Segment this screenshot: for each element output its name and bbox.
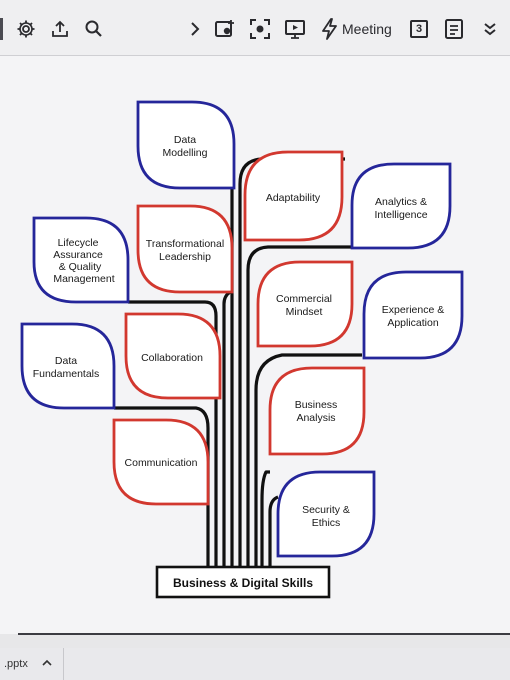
leaf-business-analysis (268, 366, 366, 456)
toolbar-edge (0, 18, 3, 40)
label-collaboration: Collaboration (141, 352, 203, 364)
notes-button[interactable] (443, 16, 465, 42)
leaf-commercial-mindset (256, 260, 354, 348)
settings-button[interactable] (14, 16, 38, 42)
leaf-analytics-intelligence (350, 162, 452, 250)
double-chevron-down-icon (483, 21, 497, 37)
calendar-number: 3 (415, 23, 423, 35)
label-communication: Communication (125, 457, 198, 469)
calendar-icon: 3 (410, 20, 428, 38)
expand-toolbar-button[interactable] (186, 16, 204, 42)
label-adaptability: Adaptability (266, 192, 321, 204)
page-bottom-edge (18, 633, 510, 635)
downloads-bar: .pptx (0, 648, 510, 680)
chevron-right-icon (189, 21, 201, 37)
leaf-experience-application (362, 270, 464, 360)
leaf-shapes (20, 100, 464, 558)
search-icon (84, 19, 104, 39)
present-icon (284, 18, 306, 40)
base-box: Business & Digital Skills (155, 565, 331, 599)
leaf-data-fundamentals (20, 322, 116, 410)
meeting-label: Meeting (342, 21, 392, 37)
download-item[interactable]: .pptx (0, 648, 64, 680)
label-security-ethics: Security &Ethics (302, 504, 350, 529)
share-icon (50, 19, 70, 39)
more-button[interactable] (480, 16, 500, 42)
search-button[interactable] (82, 16, 106, 42)
leaf-transformational-leadership (136, 204, 234, 294)
chevron-up-icon[interactable] (42, 659, 52, 670)
leaf-adaptability (243, 150, 344, 242)
present-button[interactable] (282, 16, 308, 42)
meeting-button[interactable]: Meeting (320, 16, 394, 42)
settings-icon (16, 19, 36, 39)
leaf-collaboration (124, 312, 222, 400)
label-experience-application: Experience &Application (382, 304, 444, 329)
label-analytics-intelligence: Analytics &Intelligence (374, 196, 427, 221)
bolt-icon (320, 18, 338, 40)
leaf-communication (112, 418, 210, 506)
insert-image-button[interactable] (212, 16, 238, 42)
top-toolbar: Meeting 3 (0, 0, 510, 56)
screenshot-icon (249, 18, 271, 40)
file-label: .pptx (4, 658, 28, 670)
insert-image-icon (214, 18, 236, 40)
share-button[interactable] (48, 16, 72, 42)
leaf-data-modelling (136, 100, 236, 190)
screenshot-button[interactable] (247, 16, 273, 42)
toolbar-divider (0, 55, 510, 56)
calendar-button[interactable]: 3 (408, 16, 430, 42)
base-label: Business & Digital Skills (173, 576, 313, 590)
leaf-security-ethics (276, 470, 376, 558)
leaf-lifecycle-assurance (32, 216, 130, 304)
notes-icon (444, 18, 464, 40)
